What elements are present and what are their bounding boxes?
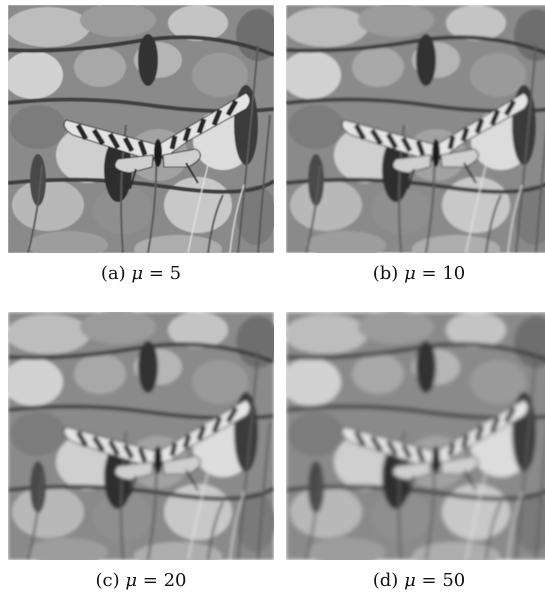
grayscale-photo [286, 5, 545, 253]
panel-caption: (c) μ = 20 [8, 570, 274, 591]
mu-value: = 50 [421, 570, 466, 591]
panel-tag: (a) [100, 263, 126, 284]
figure-panel-d: (d) μ = 50 [286, 312, 545, 591]
panel-caption: (b) μ = 10 [286, 263, 545, 284]
panel-caption: (d) μ = 50 [286, 570, 545, 591]
panel-tag: (b) [372, 263, 399, 284]
panel-image [286, 312, 545, 560]
panel-caption: (a) μ = 5 [8, 263, 274, 284]
grayscale-photo [286, 312, 545, 560]
figure-panel-b: (b) μ = 10 [286, 5, 545, 284]
mu-symbol: μ [125, 570, 138, 591]
panel-image [8, 5, 274, 253]
grayscale-photo [8, 312, 274, 560]
mu-symbol: μ [404, 263, 416, 284]
mu-value: = 20 [142, 570, 187, 591]
panel-tag: (c) [95, 570, 120, 591]
mu-value: = 10 [421, 263, 466, 284]
figure-panel-a: (a) μ = 5 [8, 5, 274, 284]
panel-image [8, 312, 274, 560]
grayscale-photo [8, 5, 274, 253]
figure-panel-c: (c) μ = 20 [8, 312, 274, 591]
mu-symbol: μ [404, 570, 416, 591]
panel-image [286, 5, 545, 253]
mu-symbol: μ [131, 263, 144, 284]
panel-tag: (d) [372, 570, 399, 591]
mu-value: = 5 [148, 263, 182, 284]
